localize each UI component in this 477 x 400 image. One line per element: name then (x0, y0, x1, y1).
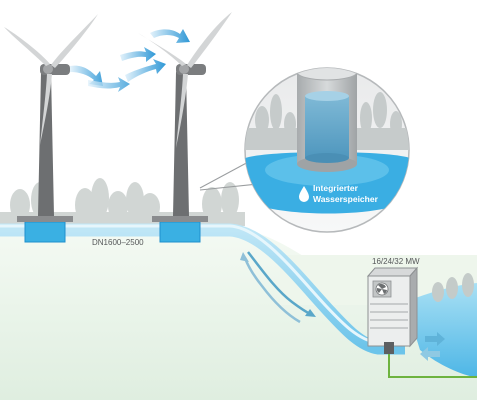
storage-label-line2: Wasserspeicher (313, 194, 379, 204)
callout-line-upper (199, 159, 253, 189)
lower-reservoir (405, 283, 477, 378)
storage-label-line1: Integrierter (313, 183, 359, 193)
wind-arrow-2 (88, 77, 130, 92)
wind-arrows (70, 29, 190, 92)
wind-turbine-right (138, 12, 232, 222)
turbine-capacity-label: 16/24/32 MW (372, 257, 420, 266)
fan-icon (375, 282, 389, 296)
penstock-pipe-highlight (0, 224, 379, 345)
flow-arrow-down (247, 251, 313, 317)
flow-arrows (240, 251, 445, 361)
wind-arrow-3 (120, 47, 156, 62)
wind-arrow-1 (70, 65, 103, 86)
water-drop-icon (299, 186, 309, 202)
ground-area (0, 228, 477, 400)
wind-arrow-5 (150, 29, 190, 43)
tank-water (305, 96, 349, 158)
wind-turbine-left (4, 14, 98, 222)
flow-arrow-in (420, 347, 440, 361)
pipe-diameter-label: DN1600–2500 (92, 238, 144, 247)
flow-arrow-out (425, 332, 445, 346)
callout-line-lower (199, 183, 259, 191)
foundation-left (24, 221, 66, 243)
pump-turbine-station (366, 266, 419, 354)
power-cable (388, 354, 477, 378)
storage-detail-callout (244, 67, 410, 233)
foundation-right (159, 221, 201, 243)
lake-trees (432, 273, 474, 302)
flow-arrow-up (243, 257, 301, 324)
wind-arrow-4 (125, 59, 166, 82)
